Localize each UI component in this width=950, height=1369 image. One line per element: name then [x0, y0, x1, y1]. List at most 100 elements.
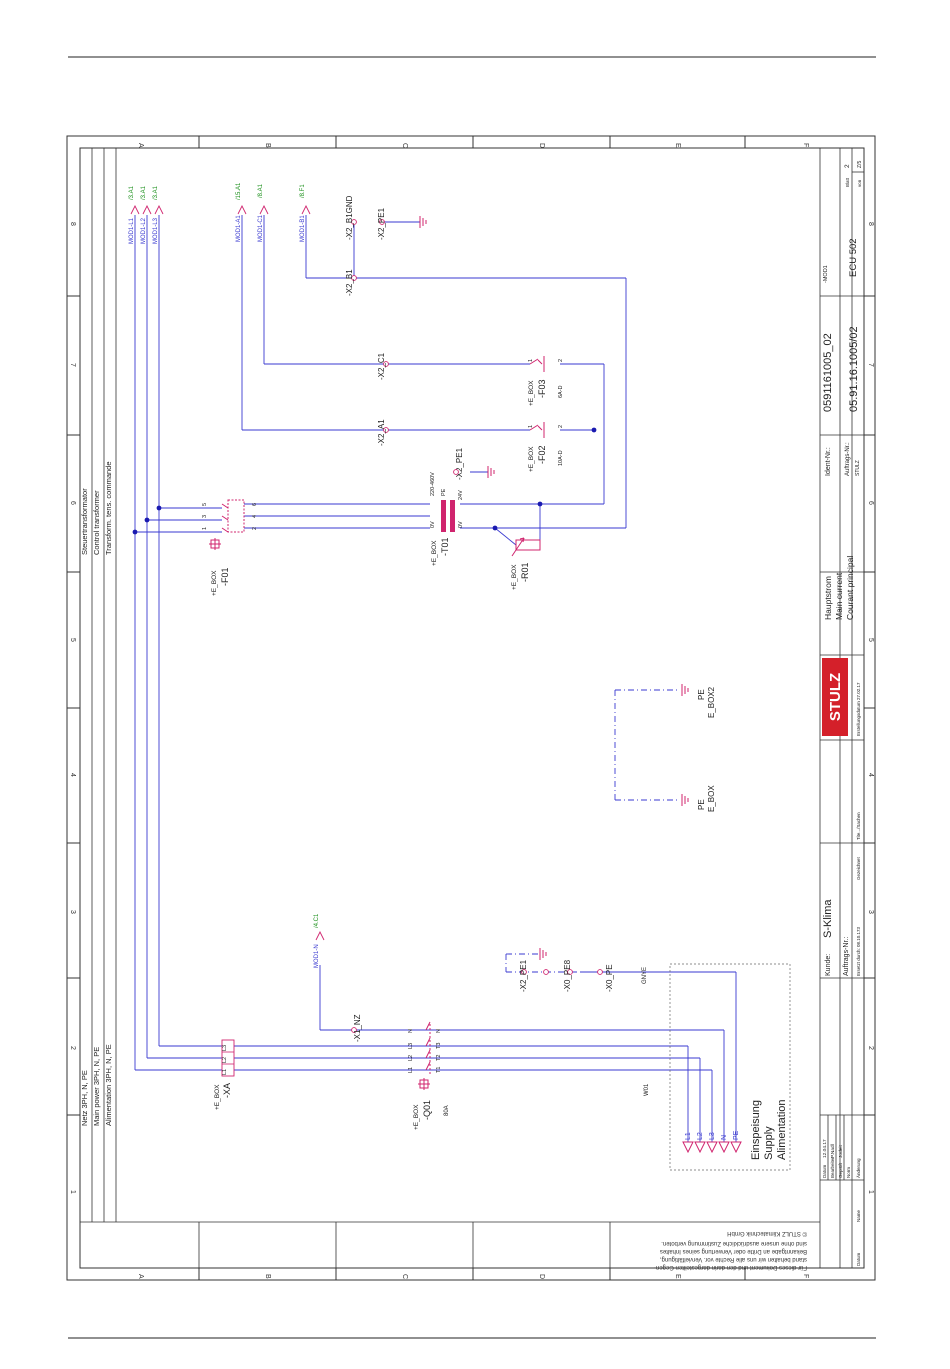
r01-labels: +E_BOX -R01	[511, 562, 530, 590]
supply-line-de: Einspeisung	[750, 1100, 762, 1160]
ident-number: 0591161005_02	[822, 333, 834, 412]
rev-value-editor: P.Nadl	[830, 1144, 836, 1158]
company-small: STULZ	[855, 460, 861, 476]
drawing-frame	[66, 135, 876, 1281]
f03-box-label: +E_BOX	[528, 380, 535, 406]
row-letter-d-top: D	[538, 143, 545, 148]
xref-ref-l3: /3.A1	[153, 185, 159, 200]
q01-top-l1: L1	[408, 1067, 414, 1073]
col-number-4-left: 4	[69, 773, 76, 777]
t01-tag: -T01	[440, 537, 450, 556]
xref-mod1-b1: MOD1-B1	[300, 215, 306, 242]
pe-dashed-wiring	[505, 689, 680, 973]
device-f02	[529, 422, 545, 438]
drawing-number: 05.91.16.1005/02	[848, 326, 860, 412]
left-band	[80, 148, 820, 1268]
f01-tag: -F01	[220, 567, 230, 586]
stulz-logo: STULZ	[822, 658, 848, 736]
f01-bottom-6: 6	[252, 503, 258, 506]
sheet-number: 2	[844, 164, 851, 168]
junction-dots	[132, 427, 597, 535]
rev-value-date: 12.04.17	[822, 1139, 828, 1158]
f03-tag: -F03	[537, 379, 547, 398]
customer-name: S-Klima	[822, 899, 834, 938]
t01-primary-0v: 0V	[430, 521, 436, 528]
t01-secondary-voltage: 24V	[458, 490, 464, 500]
rev-label-norm: Norm	[846, 1167, 851, 1178]
ground-e-box	[681, 794, 689, 806]
copyright-line-5: © STULZ Klimatechnik GmbH	[727, 1230, 807, 1237]
xa-pin-l1: L1	[222, 1069, 228, 1075]
stulz-logo-text: STULZ	[827, 673, 844, 721]
f01-top-5: 5	[202, 503, 208, 506]
q01-top-n: N	[408, 1029, 414, 1033]
col-number-8-right: 8	[867, 222, 874, 226]
supply-l1: L1	[685, 1132, 692, 1140]
x0-pe-label: -X0_PE	[605, 964, 614, 992]
col-number-6-left: 6	[69, 501, 76, 505]
f02-box-label: +E_BOX	[528, 446, 535, 472]
xref-ref-b1: /8.F1	[300, 184, 306, 198]
supply-heading: Einspeisung Supply Alimentation	[750, 1099, 788, 1160]
title-line-en: Main current	[834, 572, 844, 620]
copyright-line-3: Bekanntgabe an Dritte oder Verwertung se…	[660, 1248, 807, 1254]
e-box2-pe: PE	[697, 689, 706, 700]
supply-pe: PE	[733, 1130, 740, 1140]
supply-n: N	[721, 1135, 728, 1140]
q01-top-l2: L2	[408, 1055, 414, 1061]
xref-ref-c1: /8.A1	[258, 183, 264, 198]
xref-mod1-c1: MOD1-C1	[258, 214, 264, 242]
f01-bottom-2: 2	[252, 527, 258, 530]
transformer-line-en: Control transformer	[92, 490, 101, 555]
replaces-note: Ersetzt durch: 08.10.173	[856, 926, 861, 976]
e-box2-name: E_BOX2	[707, 686, 716, 718]
device-r01	[511, 537, 541, 557]
col-number-5-right: 5	[867, 638, 874, 642]
of-label: von	[857, 179, 862, 187]
device-xa: L1 L2 L3 +E_BOX -XA	[214, 1039, 235, 1110]
f03-labels: +E_BOX -F03 6A-D 1 2	[528, 359, 564, 406]
f01-labels: +E_BOX -F01 1 3 5 2 4 6	[202, 503, 258, 596]
col-number-3-left: 3	[69, 910, 76, 914]
xref-mod1-n: MOD1-N	[314, 944, 320, 968]
cross-references: MOD1-L1 MOD1-L2 MOD1-L3 /3.A1 /3.A1 /3.A…	[129, 182, 320, 968]
xref-ref-n: /4.C1	[314, 913, 320, 928]
t01-secondary-0v: 0V	[458, 521, 464, 528]
change-name-label: Name	[856, 1209, 861, 1222]
device-ref: -MOD1	[823, 265, 829, 283]
rev-value-checked: Jodeit	[838, 1145, 844, 1158]
f02-tag: -F02	[537, 445, 547, 464]
f01-top-1: 1	[202, 527, 208, 530]
row-letter-f-bottom: F	[802, 1274, 809, 1278]
f02-rating: 10A-D	[558, 450, 564, 466]
supply-terminals	[682, 1141, 742, 1154]
title-block-text: Kunde: S-Klima Auftrags-Nr.: Ersetzt dur…	[822, 161, 863, 1266]
supply-line-fr: Alimentation	[776, 1099, 788, 1160]
frame-labels: A B C D E F A B C D E F 1 2 3 4 5 6 7 8 …	[69, 143, 874, 1279]
supply-box	[669, 963, 791, 1171]
col-number-2-right: 2	[867, 1046, 874, 1050]
e-box-pe: PE	[697, 799, 706, 810]
f02-pin-2: 2	[558, 425, 564, 428]
t01-primary-voltage: 220-460V	[430, 472, 436, 496]
col-number-4-right: 4	[867, 773, 874, 777]
device-q01	[418, 1021, 431, 1090]
wiring	[134, 215, 737, 1142]
col-number-7-left: 7	[69, 363, 76, 367]
x2-pe1-top-label: -X2_PE1	[377, 207, 386, 240]
row-letter-a-bottom: A	[137, 1274, 144, 1279]
q01-rating: 80A	[444, 1105, 450, 1116]
col-number-6-right: 6	[867, 501, 874, 505]
r01-tag: -R01	[520, 562, 530, 582]
network-heading: Netz 3PH, N, PE Main power 3PH, N, PE Al…	[80, 461, 113, 1126]
col-number-1-left: 1	[69, 1190, 76, 1194]
w01-label: W01	[644, 1083, 650, 1096]
device-t01	[441, 500, 455, 532]
xref-mod1-l3: MOD1-L3	[153, 217, 159, 244]
terminals	[351, 219, 603, 1033]
x2-a1-label: -X2_A1	[377, 419, 386, 446]
t01-labels: +E_BOX -T01 220-460V PE 0V 24V 0V -X2_PE…	[430, 447, 464, 566]
col-number-3-right: 3	[867, 910, 874, 914]
xref-mod1-a1: MOD1-A1	[236, 215, 242, 242]
